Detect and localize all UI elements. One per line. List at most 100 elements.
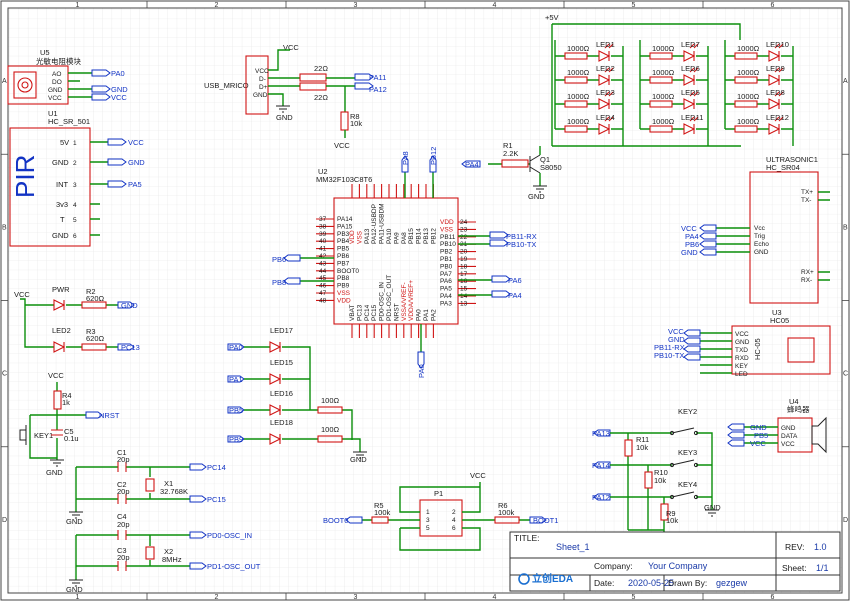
led-matrix-led-label: LED3	[596, 88, 615, 97]
led-matrix-resistor-value: 1000Ω	[652, 68, 675, 77]
key4-label: KEY4	[678, 480, 697, 489]
col-mark: 5	[632, 594, 636, 601]
led-matrix-led-label: LED1	[596, 40, 615, 49]
led17-label: LED17	[270, 326, 293, 335]
row-mark: A	[2, 78, 7, 85]
mcu-pin-label: PC13	[356, 304, 363, 321]
usb-pin-dp: D+	[259, 84, 268, 91]
mcu-pin-num: 38	[319, 223, 327, 230]
r8-value: 10k	[350, 119, 362, 128]
mcu-pin-num: 13	[460, 300, 468, 307]
hc05-name: HC05	[770, 316, 789, 325]
col-mark: 2	[215, 2, 219, 9]
mcu-pin-label: BOOT0	[337, 268, 359, 275]
reset-vcc-label: VCC	[48, 371, 64, 380]
mcu-pin-num: 23	[460, 226, 468, 233]
r3-ref: R3	[86, 327, 96, 336]
buzzer-pin-gnd: GND	[781, 425, 796, 432]
mcu-net-pb11: PB11-RX	[506, 232, 537, 241]
p1-pin5: 5	[426, 525, 430, 532]
us-pin-txm: TX-	[801, 197, 811, 204]
logo-icon	[518, 573, 530, 585]
mcu-pin-num: 41	[319, 246, 327, 253]
r11	[624, 439, 633, 457]
mcu-pin-num: 42	[319, 253, 327, 260]
led-pwr-label: PWR	[52, 285, 70, 294]
led-matrix-resistor	[734, 52, 758, 60]
mcu-net-pb8: PB8	[272, 278, 286, 287]
usb-r-bottom-value: 22Ω	[314, 93, 328, 102]
u1-pin-gnd2: GND	[52, 231, 69, 240]
u1-net-vcc: VCC	[128, 138, 144, 147]
col-mark: 3	[354, 2, 358, 9]
mcu-pin-num: 20	[460, 249, 468, 256]
mcu-pin-label: PB11	[440, 234, 456, 241]
row-mark: B	[843, 224, 848, 231]
mcu-pin-label: PB4	[337, 238, 350, 245]
pwr-net-pc13: PC13	[121, 343, 140, 352]
u5-net-pa0: PA0	[111, 69, 125, 78]
led-matrix-resistor-value: 1000Ω	[567, 44, 590, 53]
r2	[81, 301, 107, 309]
title-label: TITLE:	[514, 533, 540, 543]
usb-pin-gnd: GND	[253, 92, 268, 99]
row-mark: D	[843, 517, 848, 524]
reset-gnd-label: GND	[46, 468, 63, 477]
mcu-pin-label: PA12-USBDP	[371, 204, 378, 244]
mcu-pin-label: PB13	[423, 228, 430, 244]
c5-ref: C5	[64, 427, 74, 436]
r4-value: 1k	[62, 398, 70, 407]
row-mark: C	[2, 371, 7, 378]
mcu-pin-label: VBAT	[349, 304, 356, 321]
ultrasonic-ref: ULTRASONIC1	[766, 155, 818, 164]
us-pin-gnd: GND	[754, 249, 769, 256]
u5-pin-gnd: GND	[48, 87, 63, 94]
buzzer-net-gnd: GND	[750, 423, 767, 432]
mcu-pin-label: VSS	[356, 230, 363, 244]
usb-vcc-label: VCC	[283, 43, 299, 52]
buzzer-ref: U4	[789, 397, 799, 406]
r6	[494, 516, 520, 524]
date-label: Date:	[594, 578, 614, 588]
mcu-pin-label: PA7	[440, 271, 452, 278]
c4-ref: C4	[117, 512, 127, 521]
hc05-net-vcc: VCC	[668, 327, 684, 336]
led-matrix-led-label: LED4	[596, 113, 615, 122]
led-matrix-resistor	[564, 100, 588, 108]
usb-pin-vcc: VCC	[255, 68, 269, 75]
us-net-pb6: PB6	[685, 240, 699, 249]
key2-label: KEY2	[678, 407, 697, 416]
sheet-label: Sheet:	[782, 563, 807, 573]
usb-r-top-value: 22Ω	[314, 64, 328, 73]
p1-body	[419, 499, 463, 537]
col-mark: 4	[493, 594, 497, 601]
q1-net-pa4: PA4	[465, 160, 479, 169]
mcu-pin-label: PA2	[430, 309, 437, 321]
u5-net-gnd: GND	[111, 85, 128, 94]
mcu-pin-label: PB14	[416, 228, 423, 244]
p1-pin1: 1	[426, 509, 430, 516]
led-matrix-resistor	[734, 125, 758, 133]
mcu-pin-num: 46	[319, 283, 327, 290]
r2-ref: R2	[86, 287, 96, 296]
col-mark: 5	[632, 2, 636, 9]
mcu-pin-num: 16	[460, 278, 468, 285]
r2-value: 620Ω	[86, 294, 105, 303]
col-mark: 6	[771, 594, 775, 601]
mcu-pin-label: PA10	[386, 228, 393, 244]
u1-pin-gnd: GND	[52, 158, 69, 167]
led-matrix-resistor-value: 1000Ω	[737, 68, 760, 77]
led-matrix-led-label: LED9	[766, 64, 785, 73]
c1-ref: C1	[117, 448, 127, 457]
us-net-gnd: GND	[681, 248, 698, 257]
keys-gnd-label: GND	[704, 503, 721, 512]
led-matrix-resistor	[734, 100, 758, 108]
r8-ref: R8	[350, 112, 360, 121]
q1-ref: Q1	[540, 155, 550, 164]
boot-vcc-label: VCC	[470, 471, 486, 480]
boot-header: VCC P1 1 3 5 2 4 6 R5 100k R6 100k BOOT0…	[323, 471, 558, 551]
r8-vcc-label: VCC	[334, 141, 350, 150]
mcu-pin-num: 22	[460, 234, 468, 241]
